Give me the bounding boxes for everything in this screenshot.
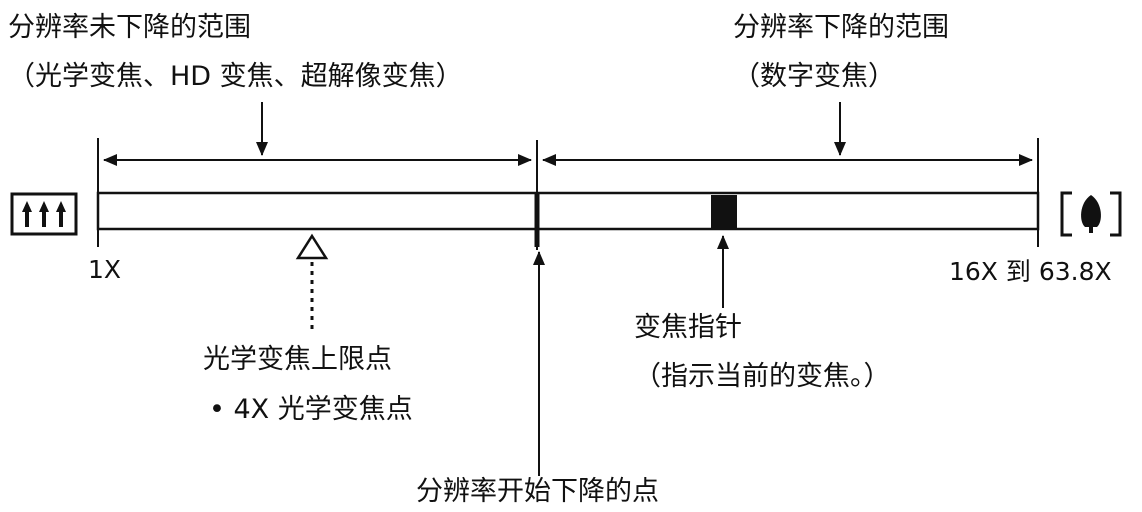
left-range-subtitle: （光学变焦、HD 变焦、超解像变焦） <box>8 61 463 92</box>
filled-square-pointer <box>711 195 737 228</box>
single-tree-telephoto-icon <box>1060 191 1122 237</box>
optical-limit-label: 光学变焦上限点 <box>203 344 392 375</box>
zoom-pointer-label: 变焦指针 <box>634 312 742 343</box>
scale-max-label: 16X 到 63.8X <box>949 257 1112 286</box>
zoom-bar <box>96 191 1040 231</box>
right-range-subtitle: （数字变焦） <box>733 61 895 92</box>
three-trees-wide-angle-icon <box>10 192 78 236</box>
scale-min-label: 1X <box>88 255 122 284</box>
optical-zoom-point-label: • 4X 光学变焦点 <box>209 394 413 425</box>
hollow-triangle-marker <box>295 233 329 260</box>
right-range-title: 分辨率下降的范围 <box>733 12 949 43</box>
left-range-title: 分辨率未下降的范围 <box>8 12 251 43</box>
zoom-pointer-description: （指示当前的变焦。） <box>634 361 891 392</box>
degradation-point-label: 分辨率开始下降的点 <box>416 476 659 507</box>
